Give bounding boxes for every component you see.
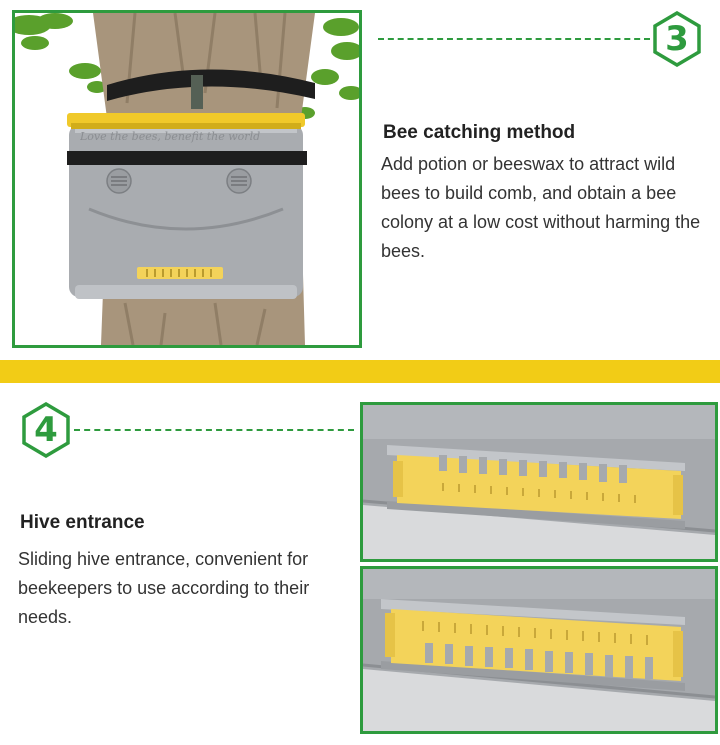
entrance-slider bbox=[397, 455, 681, 519]
section-title: Hive entrance bbox=[20, 512, 145, 533]
dashed-connector bbox=[378, 38, 650, 40]
hexagon-badge-icon bbox=[22, 402, 70, 458]
leaves-right bbox=[295, 18, 359, 119]
hive-entrance-photo-2 bbox=[360, 566, 718, 734]
dashed-connector bbox=[74, 429, 354, 431]
tree-strap bbox=[107, 69, 315, 101]
trap-box-body bbox=[69, 125, 303, 297]
box-strap bbox=[67, 151, 307, 165]
section-number: 3 bbox=[665, 19, 689, 59]
hexagon-badge-4: 4 bbox=[21, 402, 71, 458]
trap-embossed-text: Love the bees, benefit the world bbox=[80, 130, 261, 143]
hexagon-badge-3: 3 bbox=[652, 11, 702, 67]
section-description: Sliding hive entrance, convenient for be… bbox=[18, 549, 310, 627]
hive-entrance-photo-1 bbox=[360, 402, 718, 562]
bee-trap-illustration bbox=[15, 13, 359, 345]
section-description: Add potion or beeswax to attract wild be… bbox=[381, 154, 701, 261]
vent-left-icon bbox=[106, 168, 132, 194]
divider-band bbox=[0, 360, 720, 383]
bee-trap-on-tree-photo bbox=[12, 10, 362, 348]
hive-entrance-closeup-2 bbox=[363, 569, 715, 731]
section-number: 4 bbox=[34, 410, 58, 450]
vent-right-icon bbox=[226, 168, 252, 194]
trap-entrance-slider bbox=[137, 267, 223, 279]
hive-entrance-closeup-1 bbox=[363, 405, 715, 559]
leaves-left bbox=[15, 13, 107, 93]
hexagon-badge-icon bbox=[653, 11, 701, 67]
section-title: Bee catching method bbox=[383, 122, 576, 143]
